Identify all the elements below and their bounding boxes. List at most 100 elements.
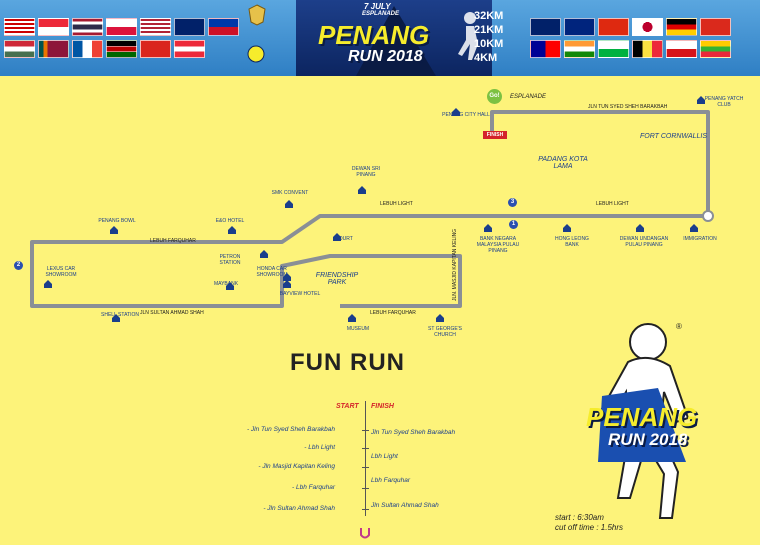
landmark-penang-yatch-club-icon — [697, 96, 705, 104]
hungary-flag — [4, 40, 35, 58]
landmark-penang-city-hall-label: PENANG CITY HALL — [442, 112, 490, 118]
landmark-shell-label: SHELL STATION — [101, 312, 139, 318]
philippines-flag — [208, 18, 239, 36]
runner-silhouette-icon — [356, 6, 478, 76]
landmark-eo-hotel-icon — [228, 226, 236, 234]
landmark-maybank-label: MAYBANK — [213, 281, 239, 287]
landmark-petron-icon — [260, 250, 268, 258]
landmark-bank-negara-icon — [484, 224, 492, 232]
finish-item: Jln Tun Syed Sheh Barakbah — [371, 429, 456, 436]
kenya-flag — [106, 40, 137, 58]
event-date: 7 JULY — [364, 2, 391, 11]
logo-title: PENANG — [318, 20, 430, 50]
landmark-maybank-icon — [226, 282, 234, 290]
belgium-flag — [632, 40, 663, 58]
australia-flag — [174, 18, 205, 36]
finish-item: Lbh Farquhar — [371, 477, 411, 484]
street-jln-tun-syed: JLN TUN SYED SHEH BARAKBAH — [588, 104, 668, 110]
finish-marker: FINISH — [483, 131, 507, 139]
landmark-st-george-label: ST GEORGE'S CHURCH — [428, 326, 462, 338]
fun-run-title: FUN RUN — [290, 349, 405, 376]
go-marker: Go! — [487, 89, 502, 104]
finish-item: Lbh Light — [371, 453, 398, 460]
usa-flag — [140, 18, 171, 36]
landmark-hong-leong-label: HONG LEONG BANK — [555, 236, 589, 248]
finish-label: FINISH — [371, 403, 394, 410]
landmark-honda-icon — [283, 273, 291, 281]
start-item: - Jln Tun Syed Sheh Barakbah — [246, 426, 335, 433]
singapore-flag — [38, 18, 69, 36]
switzerland-flag — [700, 18, 731, 36]
start-time: start : 6:30am — [555, 513, 604, 522]
vietnam-flag — [140, 40, 171, 58]
japan-flag — [632, 18, 663, 36]
cutoff-time: cut off time : 1.5hrs — [555, 523, 624, 532]
logo-subtitle: RUN 2018 — [348, 48, 423, 65]
route-map: Go! FINISH 1 2 3 ESPLANADE JLN TUN SYED … — [0, 76, 760, 545]
landmark-bayview-icon — [283, 280, 291, 288]
start-item: - Lbh Light — [304, 444, 335, 451]
runner-logo-icon — [596, 323, 690, 519]
start-label: START — [336, 403, 359, 410]
route-tick — [362, 467, 369, 468]
street-lebuh-light-2: LEBUH LIGHT — [596, 201, 629, 207]
new-zealand-flag — [564, 18, 595, 36]
sri-lanka-flag — [38, 40, 69, 58]
austria-flag — [174, 40, 205, 58]
landmark-st-george-icon — [436, 314, 444, 322]
route-tick — [362, 448, 369, 449]
route-tick — [362, 488, 369, 489]
start-item: - Jln Masjid Kapitan Keling — [258, 463, 335, 470]
landmark-lexus-label: LEXUS CAR SHOWROOM — [45, 266, 77, 278]
crest-icon — [248, 4, 266, 26]
main-logo: PENANG RUN 2018 ® — [568, 322, 718, 532]
finish-item: Jln Sultan Ahmad Shah — [371, 502, 439, 509]
area-fort-cornwallis: FORT CORNWALLIS — [640, 133, 708, 140]
landmark-penang-city-hall-icon — [452, 108, 460, 116]
checkpoint-2: 2 — [14, 261, 23, 270]
distance-21km: 21KM — [474, 24, 504, 36]
checkpoint-3: 3 — [508, 198, 517, 207]
landmark-immigration-label: IMMIGRATION — [683, 236, 717, 242]
landmark-shell-icon — [112, 314, 120, 322]
landmark-penang-bowl-icon — [110, 226, 118, 234]
street-jln-sultan: JLN SULTAN AHMAD SHAH — [140, 310, 204, 316]
landmark-smk-convent-icon — [285, 200, 293, 208]
thailand-flag — [72, 18, 103, 36]
route-timeline — [365, 401, 366, 516]
landmark-petron-label: PETRON STATION — [219, 254, 241, 266]
wales-flag — [598, 40, 629, 58]
landmark-court-label: COURT — [335, 236, 353, 242]
landmark-smk-convent-label: SMK CONVENT — [271, 190, 309, 196]
myanmar-flag — [700, 40, 731, 58]
header-logo: 7 JULY ESPLANADE PENANG RUN 2018 — [247, 0, 492, 76]
street-lebuh-farquhar-1: LEBUH FARQUHAR — [150, 238, 196, 244]
start-item: - Lbh Farquhar — [292, 484, 335, 491]
landmark-immigration-icon — [690, 224, 698, 232]
landmark-bank-negara-label: BANK NEGARA MALAYSIA PULAU PINANG — [476, 236, 520, 254]
germany-flag — [666, 18, 697, 36]
landmark-dewan-sri-pinang-label: DEWAN SRI PINANG — [351, 166, 381, 178]
india-flag — [564, 40, 595, 58]
landmark-dewan-sri-pinang-icon — [358, 186, 366, 194]
header-banner: 7 JULY ESPLANADE PENANG RUN 2018 32KM 21… — [0, 0, 760, 76]
route-tick — [362, 430, 369, 431]
street-lebuh-light-1: LEBUH LIGHT — [380, 201, 413, 207]
landmark-dewan-undangan-icon — [636, 224, 644, 232]
landmark-penang-bowl-label: PENANG BOWL — [98, 218, 136, 224]
street-esplanade: ESPLANADE — [510, 94, 547, 100]
uk-flag — [530, 18, 561, 36]
landmark-court-icon — [333, 233, 341, 241]
landmark-hong-leong-icon — [563, 224, 571, 232]
landmark-museum-label: MUSEUM — [346, 326, 370, 332]
taiwan-flag — [530, 40, 561, 58]
landmark-eo-hotel-label: E&O HOTEL — [215, 218, 245, 224]
route-end-icon — [360, 528, 370, 539]
landmark-museum-icon — [348, 314, 356, 322]
event-venue: ESPLANADE — [362, 11, 400, 17]
start-item: - Jln Sultan Ahmad Shah — [263, 505, 335, 512]
turnaround-marker — [702, 210, 714, 222]
landmark-dewan-undangan-label: DEWAN UNDANGAN PULAU PINANG — [619, 236, 669, 248]
czech-flag — [666, 40, 697, 58]
distance-10km: 10KM — [474, 38, 504, 50]
